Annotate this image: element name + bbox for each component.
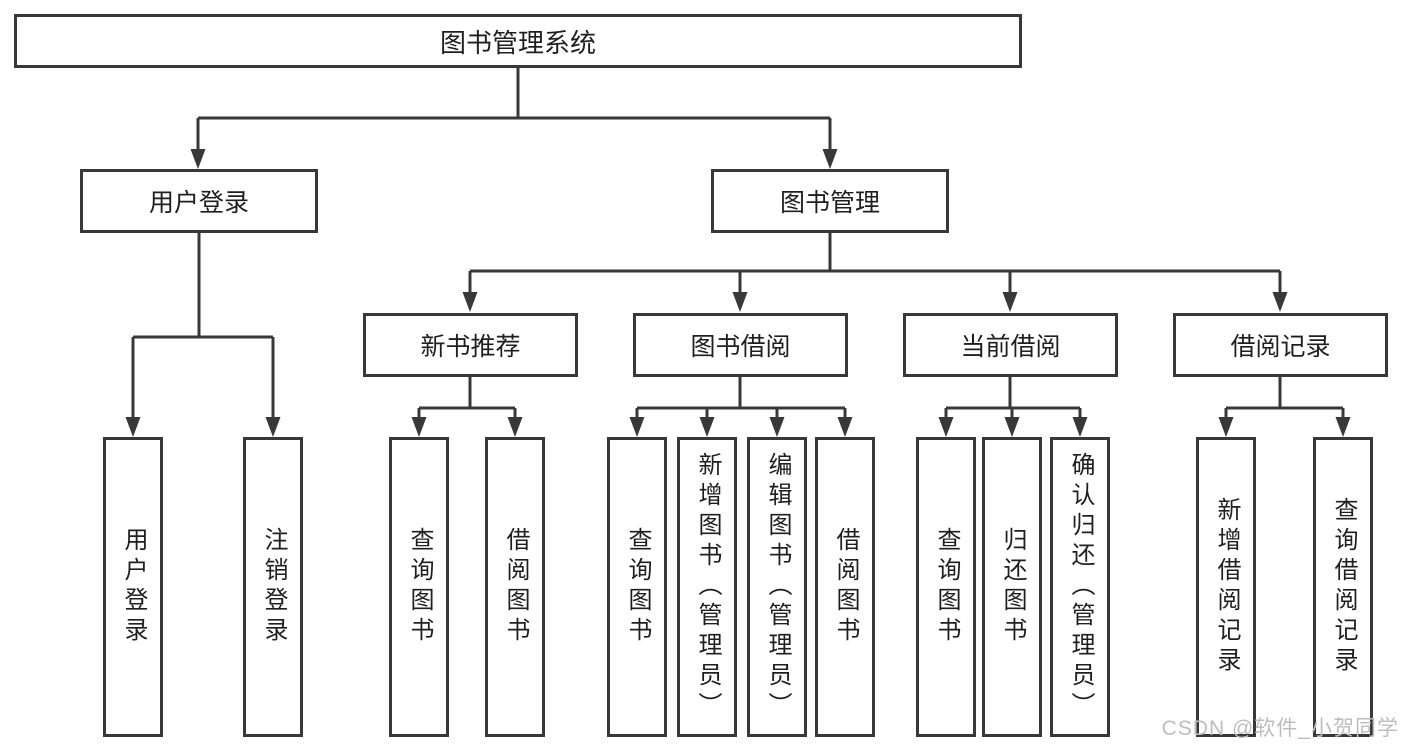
leaf-add-borrow-record: 新增借阅记录 xyxy=(1196,437,1256,737)
leaf-query-books-borrowing: 查询图书 xyxy=(607,437,667,737)
leaf-user-login-label: 用户登录 xyxy=(120,527,147,647)
leaf-edit-books-admin-label: 编辑图书（管理员） xyxy=(764,452,791,722)
leaf-borrow-books-recommend-label: 借阅图书 xyxy=(502,527,529,647)
leaf-add-books-admin: 新增图书（管理员） xyxy=(677,437,737,737)
node-book-borrowing: 图书借阅 xyxy=(633,313,848,377)
leaf-borrow-books: 借阅图书 xyxy=(815,437,875,737)
csdn-watermark: CSDN @软件_小贺同学 xyxy=(1161,717,1399,740)
leaf-borrow-books-label: 借阅图书 xyxy=(832,527,859,647)
leaf-query-books-recommend-label: 查询图书 xyxy=(406,527,433,647)
leaf-logout: 注销登录 xyxy=(243,437,303,737)
leaf-logout-label: 注销登录 xyxy=(260,527,287,647)
node-borrowing-records: 借阅记录 xyxy=(1173,313,1388,377)
leaf-user-login: 用户登录 xyxy=(103,437,163,737)
node-current-borrowing: 当前借阅 xyxy=(903,313,1118,377)
leaf-query-books-borrowing-label: 查询图书 xyxy=(624,527,651,647)
leaf-query-books-current-label: 查询图书 xyxy=(933,527,960,647)
leaf-return-books: 归还图书 xyxy=(982,437,1042,737)
node-user-login: 用户登录 xyxy=(80,169,318,233)
leaf-add-books-admin-label: 新增图书（管理员） xyxy=(694,452,721,722)
leaf-return-books-label: 归还图书 xyxy=(999,527,1026,647)
leaf-query-books-current: 查询图书 xyxy=(916,437,976,737)
node-new-book-recommend: 新书推荐 xyxy=(363,313,578,377)
leaf-borrow-books-recommend: 借阅图书 xyxy=(485,437,545,737)
node-book-management: 图书管理 xyxy=(711,169,949,233)
leaf-edit-books-admin: 编辑图书（管理员） xyxy=(747,437,807,737)
node-library-system: 图书管理系统 xyxy=(14,14,1022,68)
leaf-query-books-recommend: 查询图书 xyxy=(389,437,449,737)
leaf-query-borrow-record: 查询借阅记录 xyxy=(1313,437,1373,737)
leaf-confirm-return-admin: 确认归还（管理员） xyxy=(1050,437,1110,737)
leaf-confirm-return-admin-label: 确认归还（管理员） xyxy=(1067,452,1094,722)
leaf-add-borrow-record-label: 新增借阅记录 xyxy=(1213,497,1240,677)
leaf-query-borrow-record-label: 查询借阅记录 xyxy=(1330,497,1357,677)
